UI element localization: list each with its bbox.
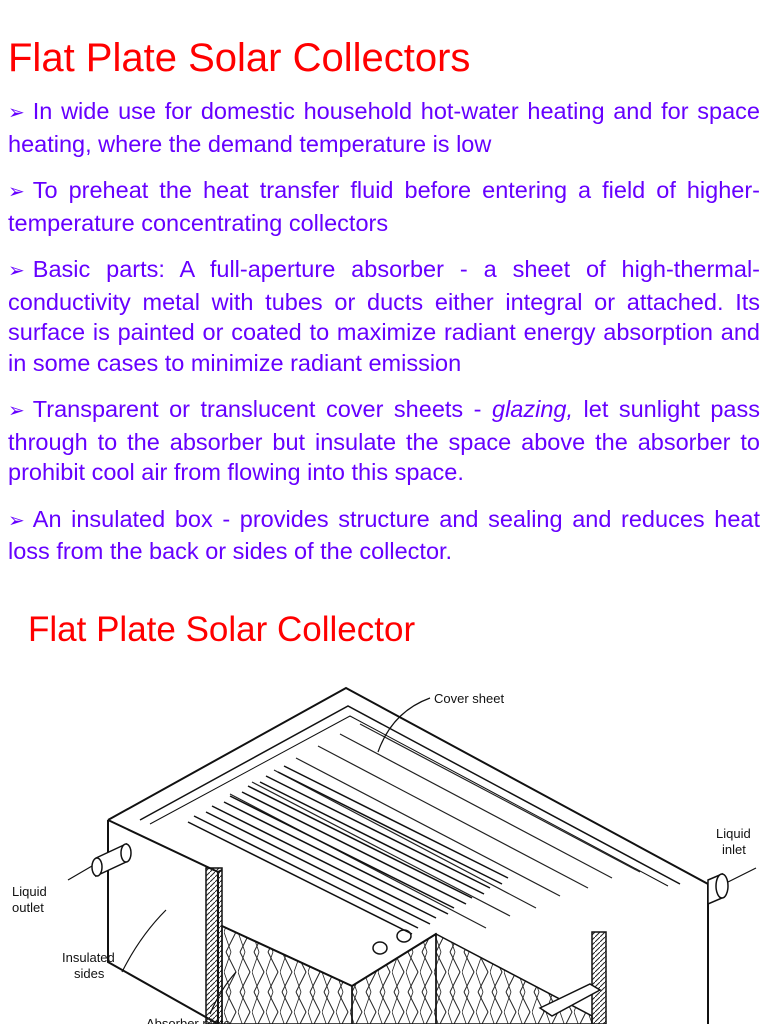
liquid-outlet-pipe (91, 842, 132, 878)
cover-sheet (229, 723, 641, 929)
bullet-item: ➢To preheat the heat transfer fluid befo… (8, 175, 760, 238)
slide-title: Flat Plate Solar Collectors (8, 36, 471, 80)
label-liquid-outlet: outlet (12, 900, 44, 915)
label-liquid-inlet: inlet (722, 842, 746, 857)
bullet-emphasis: glazing, (492, 396, 574, 422)
bullet-text: In wide use for domestic household hot-w… (8, 98, 760, 157)
bullet-text: An insulated box - provides structure an… (8, 505, 760, 565)
label-insulated-sides: sides (74, 966, 105, 981)
label-insulated-sides: Insulated (62, 950, 115, 965)
bullet-item: ➢Basic parts: A full-aperture absorber -… (8, 254, 760, 378)
collector-diagram: Cover sheet Liquid inlet Liquid outlet I… (12, 686, 757, 1024)
leader-lines (67, 697, 757, 1015)
bullet-text: To preheat the heat transfer fluid befor… (8, 177, 760, 236)
bullet-item: ➢An insulated box - provides structure a… (8, 504, 760, 567)
arrowhead-icon: ➢ (8, 102, 25, 124)
liquid-inlet-pipe (707, 872, 729, 906)
bullet-item: ➢ Transparent or translucent cover sheets… (8, 394, 760, 488)
label-cover-sheet: Cover sheet (434, 691, 504, 706)
arrowhead-icon: ➢ (8, 181, 25, 203)
bullet-text: Transparent or translucent cover sheets … (32, 396, 493, 422)
bullet-list: ➢In wide use for domestic household hot-… (8, 96, 760, 583)
bullet-item: ➢In wide use for domestic household hot-… (8, 96, 760, 159)
absorber-tubes (187, 765, 509, 955)
label-liquid-inlet: Liquid (716, 826, 751, 841)
diagram-title: Flat Plate Solar Collector (28, 610, 416, 649)
arrowhead-icon: ➢ (8, 260, 25, 282)
bullet-text: Basic parts: A full-aperture absorber - … (8, 256, 760, 376)
label-liquid-outlet: Liquid (12, 884, 47, 899)
arrowhead-icon: ➢ (8, 509, 25, 532)
arrowhead-icon: ➢ (8, 400, 25, 422)
bullet-text: let sunlight pass through to the absorbe… (8, 396, 760, 485)
insulation-section (205, 867, 607, 1024)
label-absorber-plate: Absorber plate (146, 1016, 231, 1024)
